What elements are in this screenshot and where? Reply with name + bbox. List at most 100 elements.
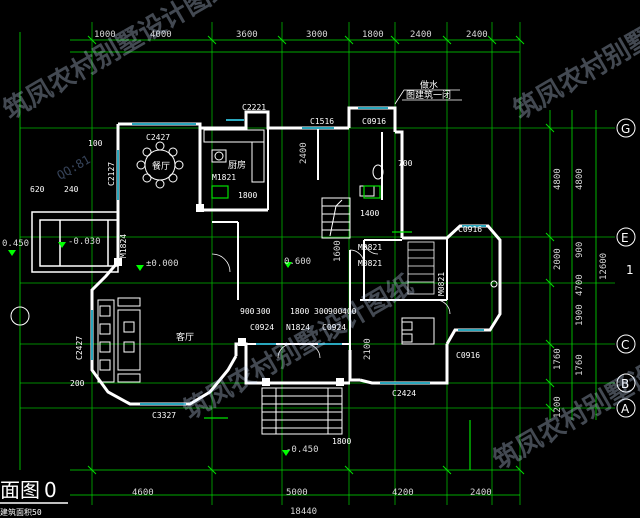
top-dimension-text: 1000 4000 3600 3000 1800 2400 2400 [94, 30, 488, 40]
dim-right-total-1: 12600 [599, 253, 609, 280]
tag-c0916-top: C0916 [362, 117, 386, 126]
dim-right-total-2: 4700 [575, 274, 585, 296]
dim-int-2: 300 [256, 307, 271, 316]
bed [401, 317, 435, 345]
dim-bottom-1: 4600 [132, 488, 154, 498]
watermark-3: 筑凤农村别墅设计图纸 [508, 0, 640, 126]
dim-mid-5: 2100 [363, 338, 373, 360]
elev-hall: 0.600 [284, 257, 311, 267]
dim-bottom-total: 18440 [290, 507, 317, 517]
kitchen-fixtures [203, 129, 265, 183]
watermark-2: 筑凤农村别墅设计图纸 [178, 269, 419, 426]
stairs [321, 197, 351, 239]
elev-entrance: -0.450 [286, 445, 319, 455]
scale-text: 0 [44, 478, 57, 502]
interior-walls [212, 128, 448, 350]
tag-c2427-left: C2427 [75, 336, 84, 360]
tag-c0916-right: C0916 [458, 225, 482, 234]
dim-right-2: 2000 [553, 248, 563, 270]
room-dining: 餐厅 [152, 160, 170, 172]
axis-label-g: G [621, 122, 630, 136]
tag-m1824: M1824 [119, 234, 128, 258]
annotation-line2: 图建筑一闭 [406, 89, 451, 101]
columns [114, 204, 344, 386]
dim-left-1: 620 [30, 185, 45, 194]
tag-m0821-c: M0821 [437, 272, 446, 296]
axis-label-b: B [621, 377, 629, 391]
dim-right-1: 4800 [553, 168, 563, 190]
dim-right-inner-3: 1900 [575, 304, 585, 326]
dim-mid-3: 1800 [238, 191, 257, 200]
watermark-qq: QQ:81 [55, 152, 93, 182]
tag-c3327: C3327 [152, 411, 176, 420]
annotation: 做水 图建筑一闭 [394, 79, 462, 105]
axis-letters: G E C B A 1 [621, 122, 634, 416]
elev-left: 0.450 [2, 239, 29, 249]
dim-left-3: 200 [70, 379, 85, 388]
dim-mid-4: 2400 [299, 142, 309, 164]
dim-right-inner-1: 4800 [575, 168, 585, 190]
dimension-lines [19, 32, 597, 496]
tag-m0821-a: M0821 [358, 243, 382, 252]
tag-c0924-b: C0924 [322, 323, 346, 332]
interior-dimension-text: 900 300 1800 300 900 400 1400 1800 1800 … [30, 139, 413, 446]
door-marks [204, 185, 471, 470]
window-openings [91, 107, 486, 405]
dim-bottom-2: 5000 [286, 488, 308, 498]
dim-mid-1: 1400 [360, 209, 379, 218]
wardrobe [407, 241, 435, 295]
sofa-set [97, 297, 141, 383]
tag-c2424: C2424 [392, 389, 416, 398]
dim-bottom-4: 2400 [470, 488, 492, 498]
bottom-dimension-text: 4600 5000 4200 2400 18440 [132, 488, 492, 517]
dim-int-3: 1800 [290, 307, 309, 316]
dim-mid-6: 1800 [332, 437, 351, 446]
tag-c2427-top: C2427 [146, 133, 170, 142]
axis-label-c: C [621, 338, 629, 352]
elevation-labels: -0.030 ±0.000 0.600 0.450 -0.450 [2, 237, 319, 455]
elevation-marks [8, 242, 292, 456]
axis-bubbles [10, 118, 636, 418]
watermark-1: 筑凤农村别墅设计图纸 [0, 0, 239, 126]
dim-int-5: 900 [328, 307, 343, 316]
room-labels: 餐厅 厨房 客厅 [152, 159, 246, 343]
axis-label-one: 1 [626, 263, 634, 277]
dim-top-3: 3600 [236, 30, 258, 40]
window-tags: C2221 C1516 C0916 C2427 M1821 C2127 C091… [75, 103, 482, 420]
tag-c2127: C2127 [107, 162, 116, 186]
dim-mid-2: 1600 [333, 240, 343, 262]
tag-m1821: M1821 [212, 173, 236, 182]
dim-top-4: 3000 [306, 30, 328, 40]
dim-top-6: 2400 [410, 30, 432, 40]
drawing-title: 面图 0 建筑面积50 [0, 478, 68, 517]
tag-m0821-b: M0821 [358, 259, 382, 268]
axis-label-e: E [621, 231, 629, 245]
dim-int-1: 900 [240, 307, 255, 316]
dim-top-5: 1800 [362, 30, 384, 40]
dim-left-2: 240 [64, 185, 79, 194]
dim-int-6: 400 [342, 307, 357, 316]
dim-top-2: 4000 [150, 30, 172, 40]
dim-top-1: 1000 [94, 30, 116, 40]
title-text: 面图 [0, 478, 40, 502]
bottom-note: 建筑面积50 [0, 507, 42, 517]
dim-left-4: 100 [88, 139, 103, 148]
dim-int-4: 300 [314, 307, 329, 316]
dim-bottom-3: 4200 [392, 488, 414, 498]
dim-right-inner-2: 900 [575, 242, 585, 258]
axis-label-a: A [621, 402, 630, 416]
door-swings [211, 239, 451, 359]
elev-living: ±0.000 [146, 259, 179, 269]
tag-c1516: C1516 [310, 117, 334, 126]
dim-right-inner-4: 1760 [575, 354, 585, 376]
tag-c0916-bottom: C0916 [456, 351, 480, 360]
annotation-line1: 做水 [420, 79, 438, 91]
tag-n1824: N1824 [286, 323, 310, 332]
right-dimension-text: 4800 2000 1760 1200 4800 900 1900 1760 1… [299, 142, 609, 418]
room-living: 客厅 [176, 331, 194, 343]
entrance-steps [261, 387, 343, 435]
dimension-ticks [87, 35, 555, 475]
dining-table [136, 141, 184, 189]
dim-top-7: 2400 [466, 30, 488, 40]
